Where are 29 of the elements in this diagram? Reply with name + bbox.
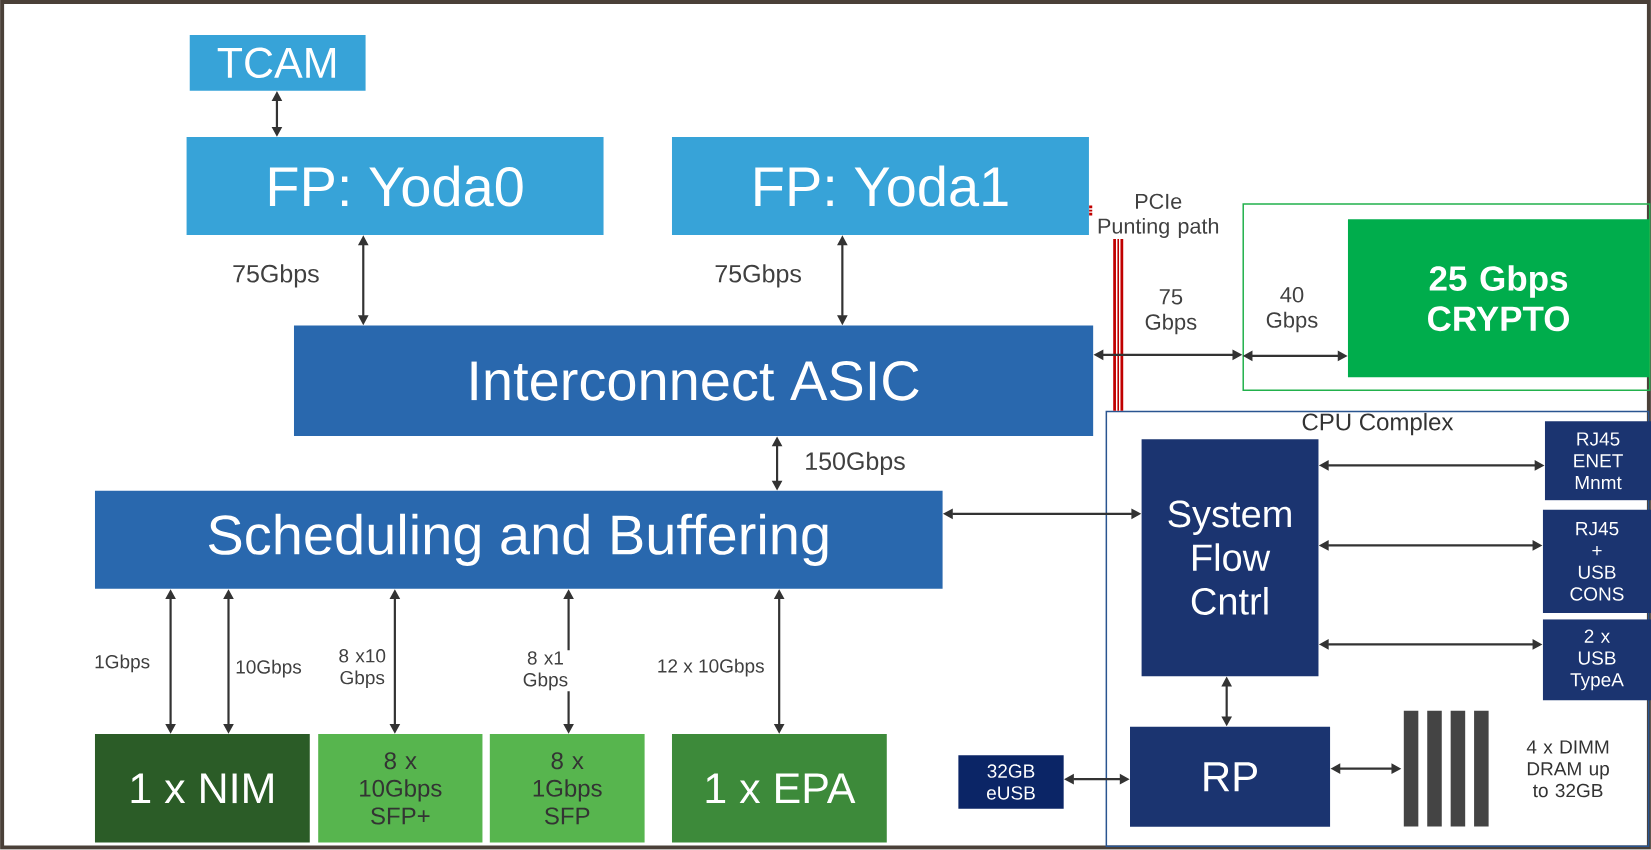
memory-box: TCAM: [189, 35, 366, 91]
edge-label: 8 x1 Gbps: [518, 650, 573, 692]
crypto-box: 25 Gbps CRYPTO: [1347, 219, 1650, 378]
edge-label: PCIe Punting path: [1092, 192, 1225, 240]
scheduler-box: Scheduling and Buffering: [94, 491, 943, 589]
edge-label: 1Gbps: [93, 653, 152, 674]
asic-box: Interconnect ASIC: [294, 325, 1094, 437]
port-box: 2 x USB TypeA: [1542, 619, 1651, 701]
module-box: 1 x EPA: [672, 734, 887, 843]
edge-label: 75Gbps: [231, 263, 321, 289]
processor-box: RP: [1130, 726, 1331, 827]
port-box: 8 x 10Gbps SFP+: [318, 734, 483, 843]
node-caption: 4 x DIMM DRAM up to 32GB: [1526, 740, 1609, 798]
processor-box: FP: Yoda0: [186, 137, 604, 236]
edge-label: 75Gbps: [713, 263, 803, 289]
edge-label: 12 x 10Gbps: [655, 657, 766, 678]
storage-box: 32GB eUSB: [958, 755, 1064, 809]
controller-box: System Flow Cntrl: [1141, 439, 1319, 677]
edge-label: 150Gbps: [803, 450, 907, 477]
processor-box: FP: Yoda1: [672, 137, 1089, 236]
edge-label: 75 Gbps: [1139, 288, 1202, 336]
port-box: RJ45 + USB CONS: [1542, 509, 1651, 614]
module-box: 1 x NIM: [94, 734, 310, 843]
edge-label: 10Gbps: [234, 658, 303, 679]
edge-label: 40 Gbps: [1260, 286, 1323, 334]
edge-label: 8 x10 Gbps: [335, 648, 390, 690]
module-frame: [1242, 203, 1651, 392]
port-box: RJ45 ENET Mnmt: [1544, 421, 1651, 501]
port-box: 8 x 1Gbps SFP: [489, 734, 645, 843]
